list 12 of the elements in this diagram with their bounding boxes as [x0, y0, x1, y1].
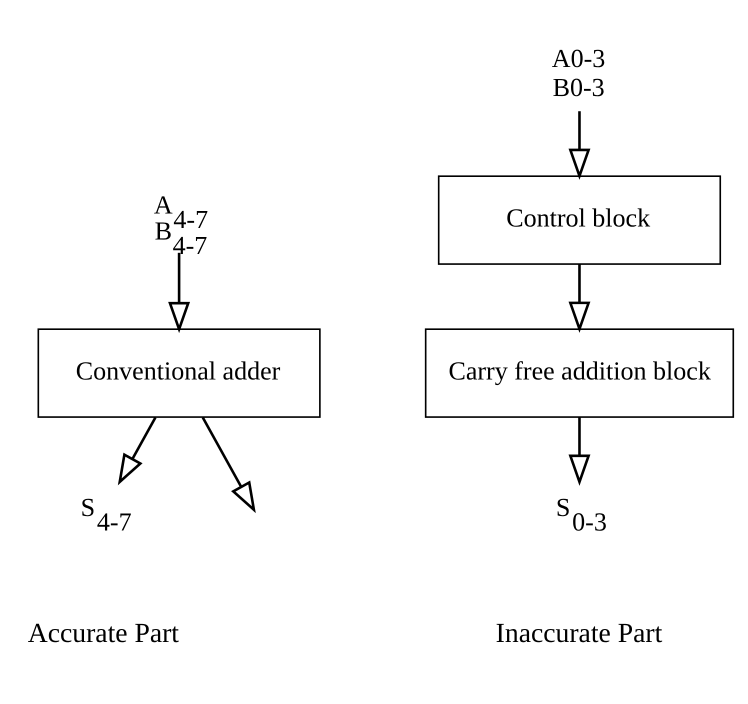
arrow — [568, 418, 590, 486]
arrow — [168, 252, 190, 334]
label: Accurate Part — [28, 616, 180, 648]
arrow — [568, 111, 590, 180]
node-box: Conventional adder — [38, 328, 321, 418]
node-box: Control block — [438, 175, 722, 265]
arrow — [118, 416, 157, 486]
label: Inaccurate Part — [496, 616, 662, 648]
arrow — [568, 264, 590, 333]
node-text: A0-3 B0-3 — [552, 44, 606, 102]
arrow — [202, 416, 256, 514]
node-box: Carry free addition block — [424, 328, 734, 418]
